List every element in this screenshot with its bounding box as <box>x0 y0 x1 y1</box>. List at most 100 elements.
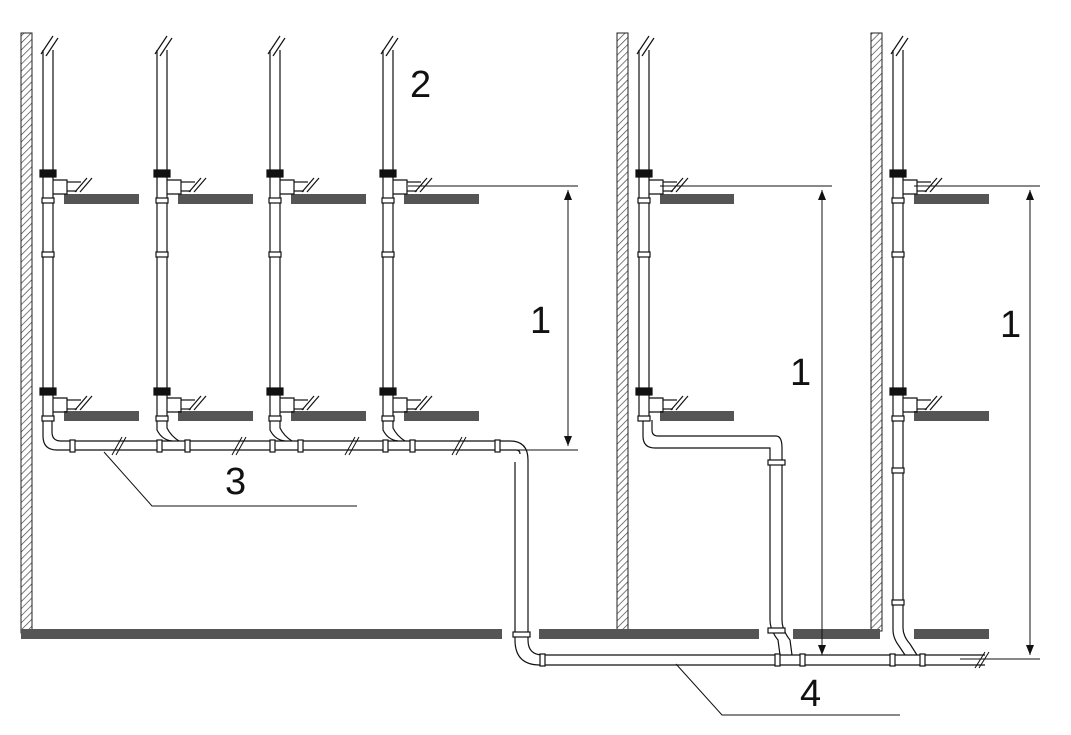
branch-break <box>188 395 202 411</box>
tee-fitting <box>153 387 171 396</box>
riser-break <box>385 37 399 57</box>
collector-tee <box>156 420 173 442</box>
branch-pipe <box>393 179 408 195</box>
branch-pipe <box>280 179 295 195</box>
wall-left <box>20 32 33 634</box>
riser-break <box>380 35 394 55</box>
riser-break <box>890 35 904 55</box>
right-collector <box>902 600 918 656</box>
labels: 1 1 1 2 3 4 <box>225 64 1021 715</box>
branch-break <box>929 177 943 193</box>
ground-slab <box>914 629 989 639</box>
branch-fittings <box>53 177 943 442</box>
riser-break <box>895 37 909 57</box>
slab <box>291 411 366 421</box>
label-upper-collector: 3 <box>225 461 246 503</box>
riser-break <box>45 37 59 57</box>
slab <box>64 411 139 421</box>
collector-coupling <box>919 653 926 667</box>
riser-coupling <box>891 599 905 606</box>
riser-break <box>272 37 286 57</box>
branch-pipe <box>53 179 68 195</box>
collector-coupling <box>494 439 501 453</box>
tee-fitting <box>379 387 397 396</box>
tee-fitting <box>39 387 57 396</box>
riser-coupling <box>637 251 651 258</box>
upper-collector <box>42 420 521 455</box>
riser-break <box>159 37 173 57</box>
slab <box>291 194 366 204</box>
branch-break <box>188 177 202 193</box>
branch-break <box>929 395 943 411</box>
branch-break <box>670 177 684 193</box>
riser-coupling <box>41 197 55 204</box>
risers <box>40 35 909 600</box>
label-dimension-middle: 1 <box>790 352 811 394</box>
tee-fitting <box>266 169 284 178</box>
ground-slab <box>539 629 759 639</box>
middle-collector <box>651 420 793 656</box>
collector-coupling <box>799 653 806 667</box>
collector-coupling <box>889 653 896 667</box>
branch-break <box>306 395 320 411</box>
couplings <box>39 169 926 667</box>
branch-pipe <box>167 397 182 413</box>
branch-pipe <box>649 179 664 195</box>
riser-coupling <box>891 251 905 258</box>
branch-pipe <box>903 397 918 413</box>
wall-right <box>870 32 883 632</box>
walls <box>20 32 883 634</box>
upper-collector-drop <box>527 460 985 656</box>
riser-coupling <box>268 415 282 422</box>
collector-tee <box>166 420 180 442</box>
branch-break <box>414 177 428 193</box>
riser-coupling <box>268 197 282 204</box>
riser-coupling <box>41 415 55 422</box>
riser-coupling <box>637 415 651 422</box>
branch-pipe <box>903 179 918 195</box>
branch-break <box>670 395 684 411</box>
tee-fitting <box>635 387 653 396</box>
wall-middle <box>616 32 629 632</box>
branch-break <box>301 395 315 411</box>
tee-fitting <box>889 169 907 178</box>
riser-break <box>641 37 655 57</box>
collector-tee <box>382 420 399 442</box>
leader-4 <box>675 663 900 716</box>
collector-coupling <box>297 439 304 453</box>
leader-3 <box>103 451 357 507</box>
slab <box>178 194 253 204</box>
branch-break <box>79 395 93 411</box>
collector-tee <box>392 420 406 442</box>
branch-pipe <box>53 397 68 413</box>
floor-slabs <box>21 194 989 639</box>
branch-break <box>924 177 938 193</box>
slab <box>660 194 734 204</box>
branch-pipe <box>649 397 664 413</box>
collector-coupling <box>269 439 276 453</box>
riser-coupling <box>637 197 651 204</box>
riser-coupling <box>268 251 282 258</box>
branch-break <box>79 177 93 193</box>
ground-slab <box>793 629 880 639</box>
slab <box>64 194 139 204</box>
slab <box>404 411 479 421</box>
riser-coupling <box>891 467 905 474</box>
label-dimension-left: 1 <box>530 300 551 342</box>
collector-tee <box>279 420 293 442</box>
riser-break <box>636 35 650 55</box>
riser-break <box>40 35 54 55</box>
label-dimension-right: 1 <box>1000 304 1021 346</box>
branch-break <box>74 177 88 193</box>
dimensions <box>408 185 1040 660</box>
riser-coupling <box>381 251 395 258</box>
tee-fitting <box>889 387 907 396</box>
branch-break <box>193 177 207 193</box>
collector-coupling <box>539 653 546 667</box>
tee-fitting <box>379 169 397 178</box>
slab <box>404 194 479 204</box>
riser-coupling <box>891 197 905 204</box>
branch-break <box>675 395 689 411</box>
collector-coupling <box>382 439 389 453</box>
